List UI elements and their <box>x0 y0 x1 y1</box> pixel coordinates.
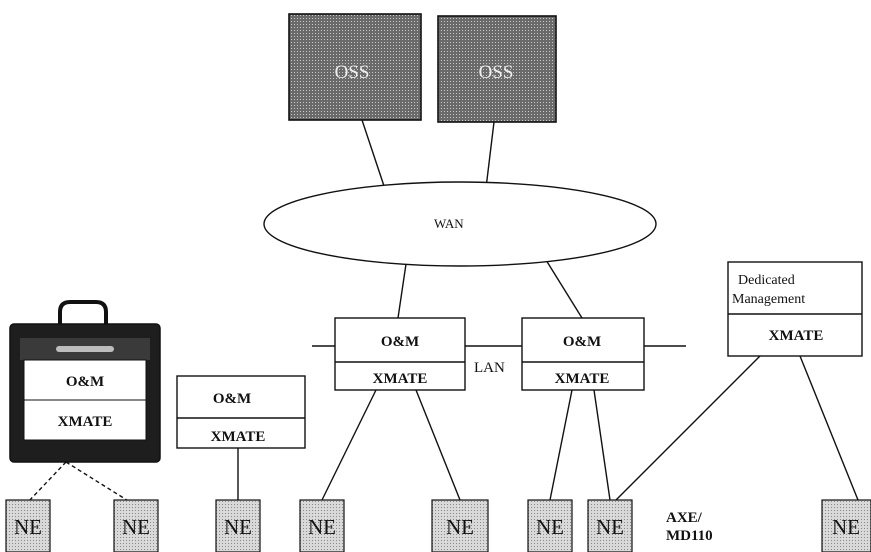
ne-box-8: NE <box>821 499 871 552</box>
dedicated-ne-far-link <box>799 355 859 501</box>
oss-box-2: OSS <box>437 15 557 123</box>
om-label: O&M <box>66 374 104 390</box>
ne-label: NE <box>14 515 42 539</box>
wan-om2-link <box>545 259 583 319</box>
portable-ne2-link <box>65 461 131 503</box>
dedicated-ne-b-link <box>613 355 761 503</box>
ne-box-2: NE <box>113 499 159 552</box>
oss-label-1: OSS <box>335 62 370 83</box>
om2-ne-a-link <box>549 389 573 501</box>
xmate-label: XMATE <box>769 328 824 344</box>
xmate-label: XMATE <box>555 371 610 387</box>
om1-ne-right-link <box>415 389 461 501</box>
wan-network: WAN <box>263 181 657 267</box>
oss-box-1: OSS <box>288 13 422 121</box>
om-label: O&M <box>563 334 601 350</box>
om-xmate-box-lan-2: O&M XMATE <box>521 317 645 391</box>
ne-label: NE <box>224 515 252 539</box>
ne-label: NE <box>596 515 624 539</box>
oss2-wan-link <box>485 121 495 189</box>
ne-box-6: NE <box>527 499 573 552</box>
dedicated-management-box: Dedicated Management XMATE <box>727 261 863 357</box>
dedicated-label-line2: Management <box>732 292 805 307</box>
xmate-label: XMATE <box>211 429 266 445</box>
ne-label: NE <box>308 515 336 539</box>
ne-box-5: NE <box>431 499 489 552</box>
wan-om1-link <box>397 263 407 319</box>
ne-label: NE <box>536 515 564 539</box>
om2-ne-b-link <box>593 389 611 501</box>
xmate-label: XMATE <box>58 414 113 430</box>
xmate-label: XMATE <box>373 371 428 387</box>
om-xmate-box-standalone: O&M XMATE <box>176 375 306 449</box>
oss-label-2: OSS <box>479 62 514 83</box>
portable-om-case: O&M XMATE <box>9 300 161 463</box>
axe-label-line1: AXE/ <box>666 510 703 526</box>
portable-ne1-link <box>27 461 67 503</box>
case-handle <box>58 300 108 326</box>
om-xmate-box-lan-1: O&M XMATE <box>334 317 466 391</box>
ne-box-3: NE <box>215 499 261 552</box>
ne-label: NE <box>446 515 474 539</box>
om-label: O&M <box>381 334 419 350</box>
dedicated-label-line1: Dedicated <box>738 273 795 288</box>
ne-box-1: NE <box>5 499 51 552</box>
ne-box-4: NE <box>299 499 345 552</box>
om-label: O&M <box>213 391 251 407</box>
ne-label: NE <box>832 515 860 539</box>
oss1-wan-link <box>361 119 385 187</box>
wan-label: WAN <box>434 216 464 231</box>
axe-label-line2: MD110 <box>666 528 713 544</box>
lan-label: LAN <box>474 360 505 376</box>
ne-label: NE <box>122 515 150 539</box>
ne-box-7: NE <box>587 499 633 552</box>
om1-ne-left-link <box>321 389 377 501</box>
